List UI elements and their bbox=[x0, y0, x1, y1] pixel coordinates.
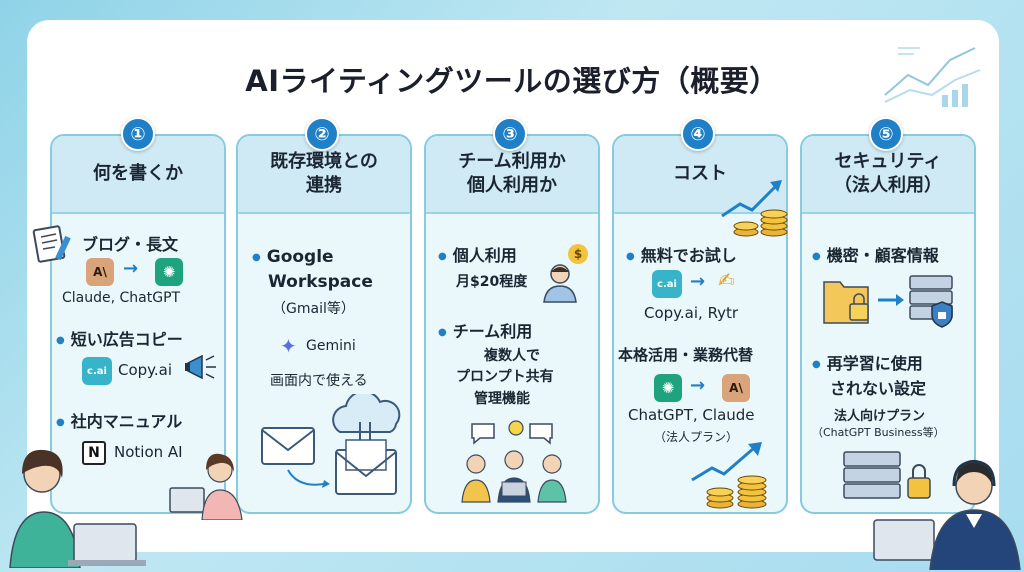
team-meeting-icon bbox=[461, 420, 567, 503]
card-heading-line1: 既存環境との bbox=[270, 151, 378, 172]
card-heading-line2: 個人利用か bbox=[467, 175, 557, 196]
item-google-line2: Workspace bbox=[268, 272, 373, 292]
anthropic-logo-icon: A\ bbox=[722, 374, 750, 402]
card-heading-line2: 連携 bbox=[306, 175, 342, 196]
in-screen-note: 画面内で使える bbox=[270, 373, 368, 389]
step-badge-4: ④ bbox=[681, 117, 715, 151]
chart-decoration-icon bbox=[884, 47, 981, 107]
pro-use-label: 本格活用・業務代替 bbox=[618, 346, 754, 364]
gemini-label: Gemini bbox=[306, 338, 356, 354]
card-heading-line1: チーム利用か bbox=[458, 151, 566, 172]
step-badge-1: ① bbox=[121, 117, 155, 151]
item-blog-label: ブログ・長文 bbox=[82, 235, 179, 254]
megaphone-icon bbox=[185, 354, 216, 380]
pro-use-note: （法人プラン） bbox=[654, 430, 739, 444]
item-google-line1: Google bbox=[252, 247, 334, 267]
envelope-cloud-icon bbox=[261, 394, 401, 495]
woman-computer-illustration bbox=[169, 453, 243, 520]
document-pencil-icon bbox=[32, 225, 71, 263]
item-blog-tools: Claude, ChatGPT bbox=[62, 290, 181, 306]
personal-price: 月$20程度 bbox=[456, 274, 528, 290]
card-what-to-write: 何を書くか bbox=[50, 134, 226, 514]
free-trial-label: 無料でお試し bbox=[626, 242, 737, 266]
folder-lock-server-icon bbox=[823, 275, 953, 328]
dollar-coin-icon: $ bbox=[568, 244, 588, 264]
page-title: AIライティングツールの選び方（概要） bbox=[245, 64, 779, 98]
enterprise-plan-line1: 法人向けプラン bbox=[834, 409, 926, 424]
card-heading-wrap: セキュリティ （法人利用） bbox=[802, 136, 974, 214]
card-heading-line1: セキュリティ bbox=[834, 151, 942, 172]
man-headset-illustration bbox=[873, 459, 1021, 570]
team-label: チーム利用 bbox=[438, 318, 533, 342]
card-heading: コスト bbox=[614, 136, 786, 214]
no-training-line2: されない設定 bbox=[830, 379, 927, 398]
coins-growth-icon bbox=[691, 442, 767, 509]
arrow-right-icon: → bbox=[123, 258, 139, 279]
free-trial-tools: Copy.ai, Rytr bbox=[644, 304, 739, 322]
team-line2: プロンプト共有 bbox=[456, 369, 554, 385]
item-google-line3: （Gmail等） bbox=[272, 301, 355, 317]
copyai-logo-icon: c.ai bbox=[82, 357, 112, 385]
chatgpt-logo-icon: ✺ bbox=[654, 374, 682, 402]
item-manual-tools: Notion AI bbox=[114, 443, 183, 461]
item-ad-copy-tools: Copy.ai bbox=[118, 361, 173, 379]
step-badge-2: ② bbox=[305, 117, 339, 151]
card-heading-line2: （法人利用） bbox=[834, 175, 942, 196]
confidential-label: 機密・顧客情報 bbox=[812, 242, 939, 266]
woman-laptop-illustration bbox=[9, 449, 146, 568]
gemini-logo-icon: ✦ bbox=[280, 334, 297, 358]
no-training-line1: 再学習に使用 bbox=[812, 350, 923, 374]
team-line3: 管理機能 bbox=[474, 391, 530, 407]
card-heading: 何を書くか bbox=[52, 136, 224, 214]
arrow-right-icon: → bbox=[690, 271, 706, 292]
anthropic-logo-icon: A\ bbox=[86, 258, 114, 286]
arrow-right-icon: → bbox=[690, 375, 706, 396]
personal-label: 個人利用 bbox=[438, 242, 517, 266]
chatgpt-logo-icon: ✺ bbox=[155, 258, 183, 286]
server-lock-icon bbox=[843, 451, 931, 499]
team-line1: 複数人で bbox=[484, 348, 540, 364]
enterprise-plan-line2: （ChatGPT Business等） bbox=[812, 426, 945, 439]
step-badge-3: ③ bbox=[493, 117, 527, 151]
copyai-logo-icon: c.ai bbox=[652, 270, 682, 298]
step-badge-5: ⑤ bbox=[869, 117, 903, 151]
item-ad-copy-label: 短い広告コピー bbox=[56, 326, 183, 350]
notion-logo-icon: N bbox=[82, 441, 106, 465]
pro-use-tools: ChatGPT, Claude bbox=[628, 406, 755, 424]
coins-rising-icon bbox=[721, 180, 788, 237]
person-icon bbox=[543, 264, 577, 303]
rytr-logo-icon: ✍ bbox=[718, 268, 735, 292]
item-manual-label: 社内マニュアル bbox=[56, 408, 183, 432]
